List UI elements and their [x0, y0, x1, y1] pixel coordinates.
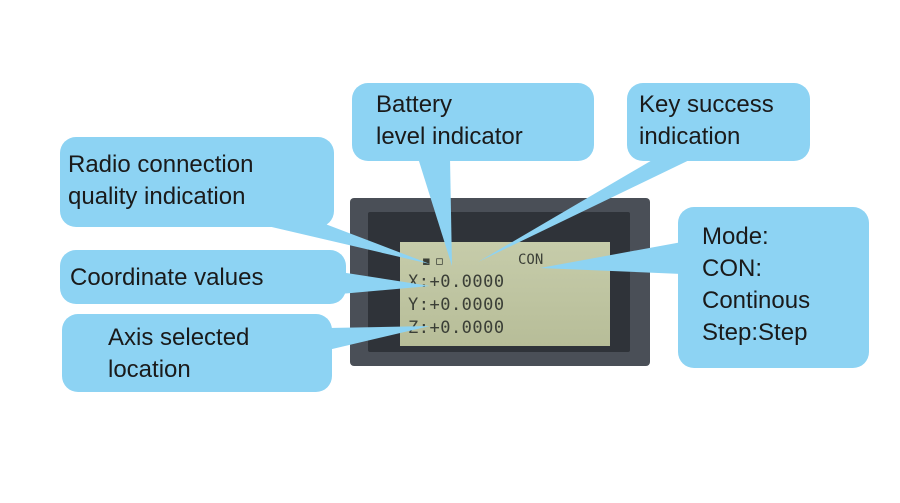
callout-radio-line-1: Radio connection	[68, 151, 254, 178]
callout-radio-quality: Radio connection quality indication	[60, 137, 334, 227]
callout-axis-selected: Axis selected location	[62, 314, 332, 392]
callout-coordinate-values: Coordinate values	[60, 250, 346, 304]
callout-key-line-2: indication	[639, 123, 741, 150]
callout-axis-line-1: Axis selected	[108, 324, 250, 351]
callout-mode: Mode: CON: Continous Step:Step	[678, 207, 869, 368]
callout-key-success: Key success indication	[627, 83, 810, 161]
lcd-z-value: Z:+0.0000	[408, 318, 505, 338]
pointer-coordinate	[340, 272, 430, 294]
pointer-radio	[250, 222, 430, 264]
callout-mode-line-3: Continous	[702, 287, 811, 314]
lcd-status-icons: ▪ ▫	[422, 254, 444, 269]
lcd-y-value: Y:+0.0000	[408, 295, 505, 315]
callout-coordinate-line-1: Coordinate values	[70, 264, 264, 291]
lcd-x-value: X:+0.0000	[408, 272, 505, 292]
callout-battery-level: Battery level indicator	[352, 83, 594, 161]
callout-radio-line-2: quality indication	[68, 183, 246, 210]
lcd-screen: ▪ ▫ CON X:+0.0000 Y:+0.0000 Z:+0.0000	[400, 242, 610, 346]
callout-mode-line-4: Step:Step	[702, 319, 808, 346]
pointer-key-success	[478, 152, 706, 262]
callout-mode-line-1: Mode:	[702, 223, 769, 250]
pointer-battery	[418, 158, 452, 266]
callout-axis-line-2: location	[108, 356, 191, 383]
lcd-mode-text: CON	[518, 252, 544, 268]
callout-battery-line-2: level indicator	[376, 123, 523, 150]
callout-battery-line-1: Battery	[376, 91, 453, 118]
device-frame: ▪ ▫ CON X:+0.0000 Y:+0.0000 Z:+0.0000	[350, 198, 650, 366]
pointer-mode	[540, 242, 682, 274]
callout-key-line-1: Key success	[639, 91, 774, 118]
pointer-axis	[328, 326, 430, 350]
callout-mode-line-2: CON:	[702, 255, 762, 282]
